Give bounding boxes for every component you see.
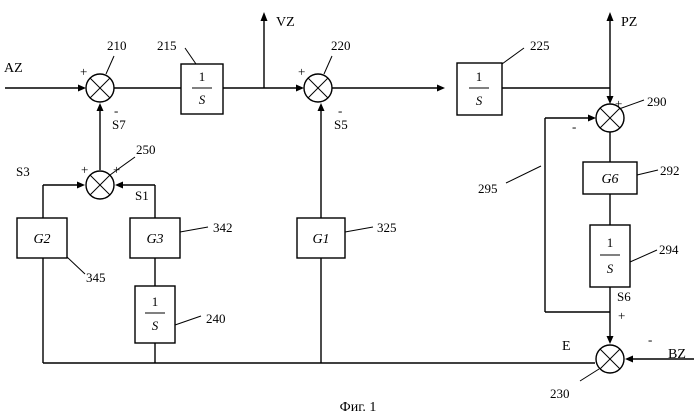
label-s5: S5 [334, 117, 348, 132]
summer-220 [304, 74, 332, 102]
arrow-into-230-top [607, 336, 614, 344]
ref-230: 230 [550, 386, 570, 401]
ref-342: 342 [213, 220, 233, 235]
sign-210-bottom: - [114, 103, 118, 118]
sign-290-top: + [615, 96, 622, 111]
sign-250-left: + [81, 162, 88, 177]
block-g1: G1 [297, 218, 345, 258]
ref-345: 345 [86, 270, 106, 285]
arrow-vz [261, 12, 268, 21]
summer-250 [86, 171, 114, 199]
sign-230-top: + [618, 308, 625, 323]
sign-220-bottom: - [338, 103, 342, 118]
arrow-into-290 [607, 96, 614, 104]
block-g6: G6 [583, 162, 637, 194]
summer-210 [86, 74, 114, 102]
block-g2: G2 [17, 218, 67, 258]
leader-345 [67, 257, 85, 274]
leader-225 [502, 48, 524, 64]
ref-250: 250 [136, 142, 156, 157]
integrator-240-num: 1 [152, 294, 159, 309]
integrator-240-den: S [152, 318, 159, 333]
ref-220: 220 [331, 38, 351, 53]
integrator-215-num: 1 [199, 69, 206, 84]
integrator-294-den: S [607, 261, 614, 276]
arrow-s3 [77, 182, 85, 189]
label-s7: S7 [112, 117, 126, 132]
leader-290 [619, 100, 644, 109]
integrator-215-den: S [199, 92, 206, 107]
arrow-az [78, 85, 86, 92]
sign-210-left: + [80, 64, 87, 79]
ref-294: 294 [659, 242, 679, 257]
label-vz: VZ [276, 15, 295, 30]
ref-210: 210 [107, 38, 127, 53]
arrow-into-220 [296, 85, 304, 92]
block-215-integrator: 1 S [181, 64, 223, 114]
leader-215 [185, 48, 196, 64]
label-s1: S1 [135, 188, 149, 203]
sign-290-left: - [572, 119, 576, 134]
arrow-into-220-bottom [318, 103, 325, 111]
integrator-225-num: 1 [476, 69, 483, 84]
arrow-pz [607, 12, 614, 21]
block-225-integrator: 1 S [457, 63, 502, 115]
label-s3: S3 [16, 164, 30, 179]
arrow-bz [625, 356, 633, 363]
arrow-s1 [115, 182, 123, 189]
g3-label: G3 [146, 232, 163, 247]
block-294-integrator: 1 S [590, 225, 630, 287]
leader-294 [630, 250, 657, 262]
leader-240 [175, 316, 201, 325]
block-240-integrator: 1 S [135, 286, 175, 343]
integrator-294-num: 1 [607, 235, 614, 250]
label-pz: PZ [621, 15, 637, 30]
ref-325: 325 [377, 220, 397, 235]
summer-230 [596, 345, 624, 373]
leader-220 [324, 56, 332, 74]
ref-290: 290 [647, 94, 667, 109]
sign-230-right: - [648, 332, 652, 347]
leader-342 [180, 227, 208, 232]
sign-250-right: + [113, 162, 120, 177]
figure-caption: Фиг. 1 [340, 400, 377, 415]
leader-210 [106, 56, 114, 74]
ref-295: 295 [478, 181, 498, 196]
label-az: AZ [4, 61, 23, 76]
leader-325 [345, 227, 373, 232]
leader-292 [637, 170, 658, 175]
arrow-into-210-bottom [97, 103, 104, 111]
ref-215: 215 [157, 38, 177, 53]
leader-295 [506, 166, 541, 183]
g6-label: G6 [601, 172, 618, 187]
ref-292: 292 [660, 163, 680, 178]
label-e: E [562, 339, 571, 354]
leader-230 [580, 369, 599, 381]
label-bz: BZ [668, 347, 686, 362]
ref-225: 225 [530, 38, 550, 53]
integrator-225-den: S [476, 93, 483, 108]
block-g3: G3 [130, 218, 180, 258]
arrow-into-225 [437, 85, 445, 92]
ref-240: 240 [206, 311, 226, 326]
g1-label: G1 [312, 232, 329, 247]
sign-220-left: + [298, 64, 305, 79]
g2-label: G2 [33, 232, 50, 247]
label-s6: S6 [617, 289, 631, 304]
arrow-into-290-left [588, 115, 596, 122]
